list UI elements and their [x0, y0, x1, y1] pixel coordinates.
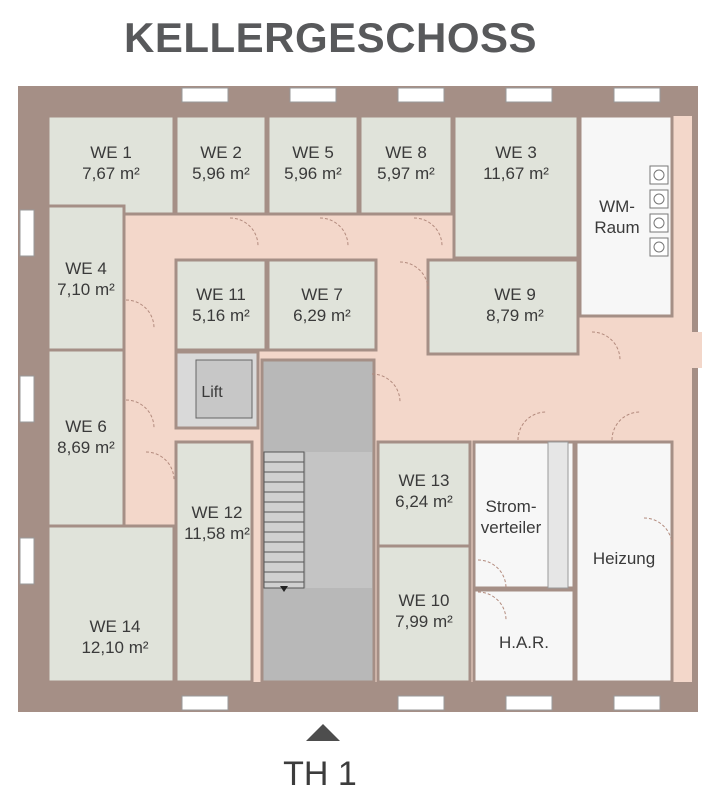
room-we10: [376, 544, 472, 684]
entrance-arrow-icon: [306, 724, 340, 741]
window: [289, 87, 337, 103]
room-we6: [46, 348, 126, 528]
page-title: KELLERGESCHOSS: [124, 14, 538, 61]
window: [505, 695, 553, 711]
window: [181, 87, 229, 103]
window: [19, 537, 35, 585]
window: [397, 87, 445, 103]
window: [181, 695, 229, 711]
room-we8: [358, 114, 454, 216]
stairs: [263, 451, 305, 589]
label-lift: Lift: [201, 384, 223, 401]
window: [505, 87, 553, 103]
window: [19, 375, 35, 423]
room-we3: [452, 114, 580, 260]
label-wm: WM- Raum: [594, 197, 640, 237]
window: [397, 695, 445, 711]
window: [19, 209, 35, 257]
room-we14: [46, 524, 176, 684]
room-we5: [266, 114, 360, 216]
lift-car: [195, 359, 253, 419]
room-we7: [266, 258, 378, 352]
stair-arrow-icon: [280, 586, 288, 592]
label-heizung: Heizung: [592, 549, 656, 568]
label-strom: Strom- verteiler: [480, 497, 542, 537]
label-har: H.A.R.: [498, 633, 550, 652]
window: [613, 695, 661, 711]
room-we12: [174, 440, 254, 684]
room-we9: [426, 258, 580, 356]
window: [613, 87, 661, 103]
room-we1: [46, 114, 176, 216]
washing-machine-icons: [649, 165, 669, 257]
room-heizung: [574, 440, 674, 684]
electric-panel: [547, 441, 569, 589]
room-we11: [174, 258, 268, 352]
room-har: [472, 588, 576, 684]
stair-landing: [306, 452, 372, 588]
entrance-label: TH 1: [283, 755, 357, 793]
room-we2: [174, 114, 268, 216]
east-entrance: [672, 332, 702, 368]
